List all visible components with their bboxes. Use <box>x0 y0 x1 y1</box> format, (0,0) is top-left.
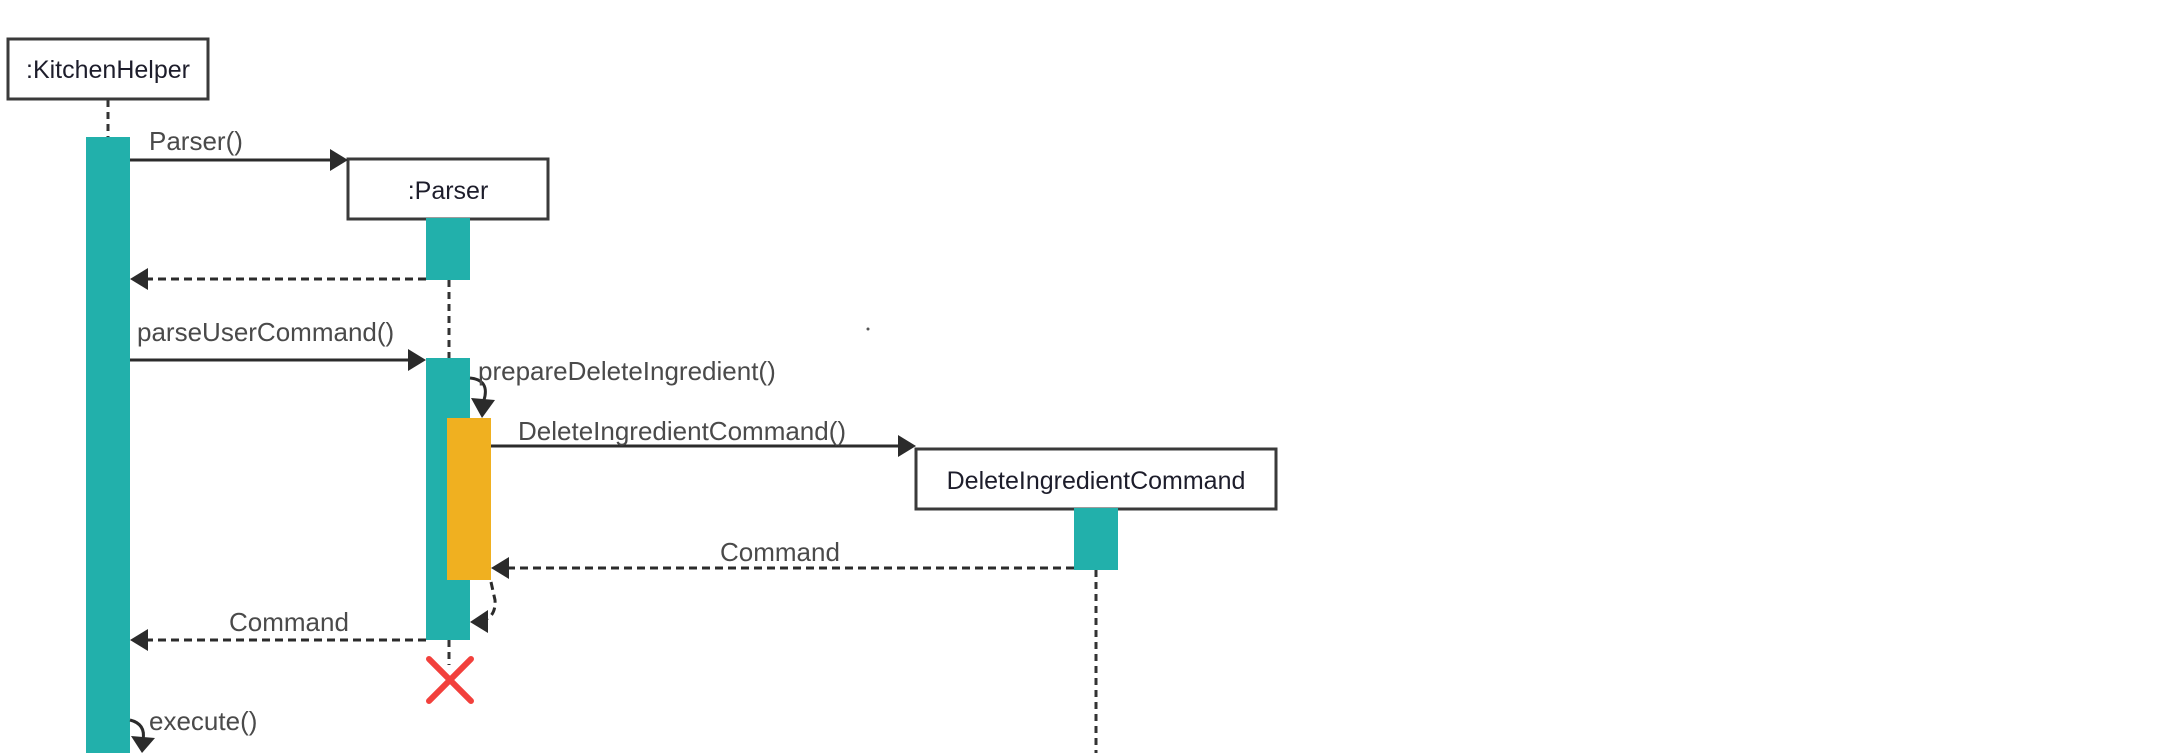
parser-activation-prepare-delete <box>447 418 491 580</box>
message-prepare-delete-ingredient-label: prepareDeleteIngredient() <box>478 356 776 386</box>
parser-destroy-icon <box>426 656 474 704</box>
delete-ingredient-command-participant[interactable]: DeleteIngredientCommand <box>914 447 1278 511</box>
delete-ingredient-command-label: DeleteIngredientCommand <box>947 467 1246 495</box>
kitchen-helper-label: :KitchenHelper <box>26 56 190 84</box>
message-parse-user-command: parseUserCommand() <box>130 317 426 371</box>
message-command-return-outer-label: Command <box>229 607 349 637</box>
delete-ingredient-command-activation <box>1074 508 1118 570</box>
kitchen-helper-activation <box>86 137 130 753</box>
message-parser-call-label: Parser() <box>149 126 243 156</box>
parser-label: :Parser <box>408 177 489 205</box>
message-parser-call: Parser() <box>130 126 348 171</box>
message-parser-return <box>130 268 426 290</box>
canvas-dot <box>866 327 870 331</box>
message-command-return-inner: Command <box>491 537 1074 579</box>
message-parse-user-command-label: parseUserCommand() <box>137 317 394 347</box>
parser-activation-constructor <box>426 218 470 280</box>
parser-participant[interactable]: :Parser <box>346 157 550 221</box>
message-command-return-inner-label: Command <box>720 537 840 567</box>
message-prepare-delete-ingredient: prepareDeleteIngredient() <box>469 356 776 418</box>
message-execute-label: execute() <box>149 706 257 736</box>
message-prepare-delete-return <box>470 581 497 633</box>
message-delete-ingredient-command-call-label: DeleteIngredientCommand() <box>518 416 846 446</box>
message-delete-ingredient-command-call: DeleteIngredientCommand() <box>491 416 916 457</box>
kitchen-helper-participant[interactable]: :KitchenHelper <box>6 37 210 101</box>
message-command-return-outer: Command <box>130 607 426 651</box>
message-execute: execute() <box>129 706 257 753</box>
